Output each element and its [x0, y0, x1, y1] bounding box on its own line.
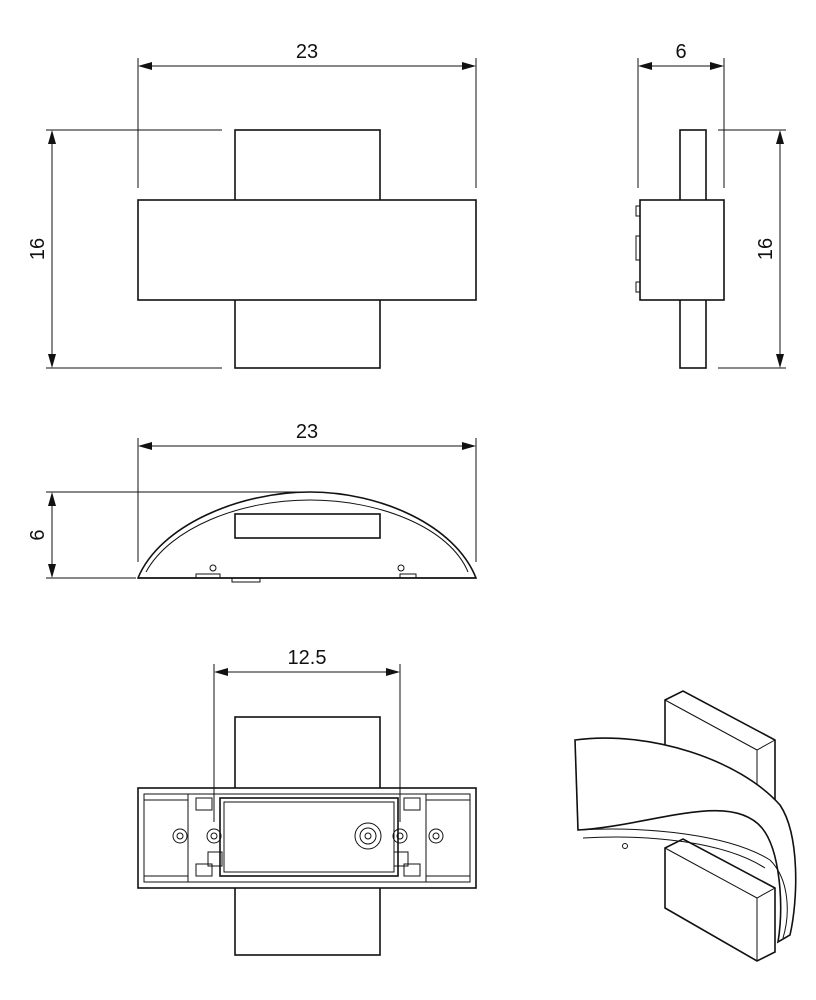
top-view: 23 6	[27, 421, 478, 583]
front-height-label: 16	[27, 238, 49, 260]
back-mounting-plate-inner	[223, 801, 395, 873]
back-hole-right-inner	[396, 832, 404, 840]
front-view: 23 16	[27, 41, 477, 369]
top-depth-dimension: 6	[27, 491, 300, 579]
top-shade-outer	[136, 491, 478, 579]
back-hole-left-outer	[206, 828, 222, 844]
top-hole-right	[397, 564, 405, 572]
top-detail-right	[399, 573, 417, 579]
back-spacing-label: 12.5	[288, 647, 327, 669]
top-depth-label: 6	[27, 529, 49, 540]
front-width-label: 23	[296, 41, 318, 63]
back-screw-right-outer	[428, 828, 444, 844]
back-housing-inner	[143, 793, 471, 883]
side-height-dimension: 16	[718, 129, 786, 369]
back-cable-entry-outer	[354, 822, 382, 850]
back-clip-left	[207, 851, 223, 867]
back-screw-left-inner	[176, 832, 184, 840]
iso-shade-edge	[577, 828, 788, 939]
side-height-label: 16	[755, 238, 777, 260]
top-shade-inner	[145, 499, 469, 573]
back-mounting-plate	[219, 797, 399, 877]
side-body	[639, 199, 725, 301]
side-detail-bottom	[635, 281, 641, 293]
iso-plate-lower	[664, 838, 776, 962]
back-clip-right	[393, 851, 409, 867]
side-detail-mid	[635, 235, 641, 261]
iso-shade	[574, 737, 797, 944]
top-hole-left	[209, 564, 217, 572]
back-housing	[137, 787, 477, 889]
side-view: 6 16	[635, 41, 786, 369]
top-detail-center	[231, 577, 261, 583]
back-tab-br	[403, 863, 421, 877]
back-spacing-dimension: 12.5	[213, 647, 401, 822]
back-view: 12.5	[137, 647, 477, 956]
front-width-dimension: 23	[137, 41, 477, 188]
front-shade	[137, 199, 477, 301]
top-width-dimension: 23	[137, 421, 477, 562]
back-tab-tr	[403, 797, 421, 811]
top-detail-left	[195, 573, 221, 579]
iso-shade-inner-edge	[582, 836, 766, 869]
back-hole-right-outer	[392, 828, 408, 844]
front-height-dimension: 16	[27, 129, 222, 369]
side-detail-top	[635, 205, 641, 217]
back-tab-tl	[195, 797, 213, 811]
back-screw-left-outer	[172, 828, 188, 844]
back-tab-bl	[195, 863, 213, 877]
back-screw-right-inner	[432, 832, 440, 840]
back-cable-entry-inner	[364, 832, 372, 840]
iso-hole	[622, 843, 628, 849]
top-width-label: 23	[296, 421, 318, 443]
isometric-view	[574, 690, 797, 962]
top-back-plate	[234, 513, 381, 539]
back-hole-left-inner	[210, 832, 218, 840]
side-depth-dimension: 6	[637, 41, 725, 188]
back-cable-entry-mid	[359, 827, 377, 845]
side-depth-label: 6	[675, 41, 686, 63]
